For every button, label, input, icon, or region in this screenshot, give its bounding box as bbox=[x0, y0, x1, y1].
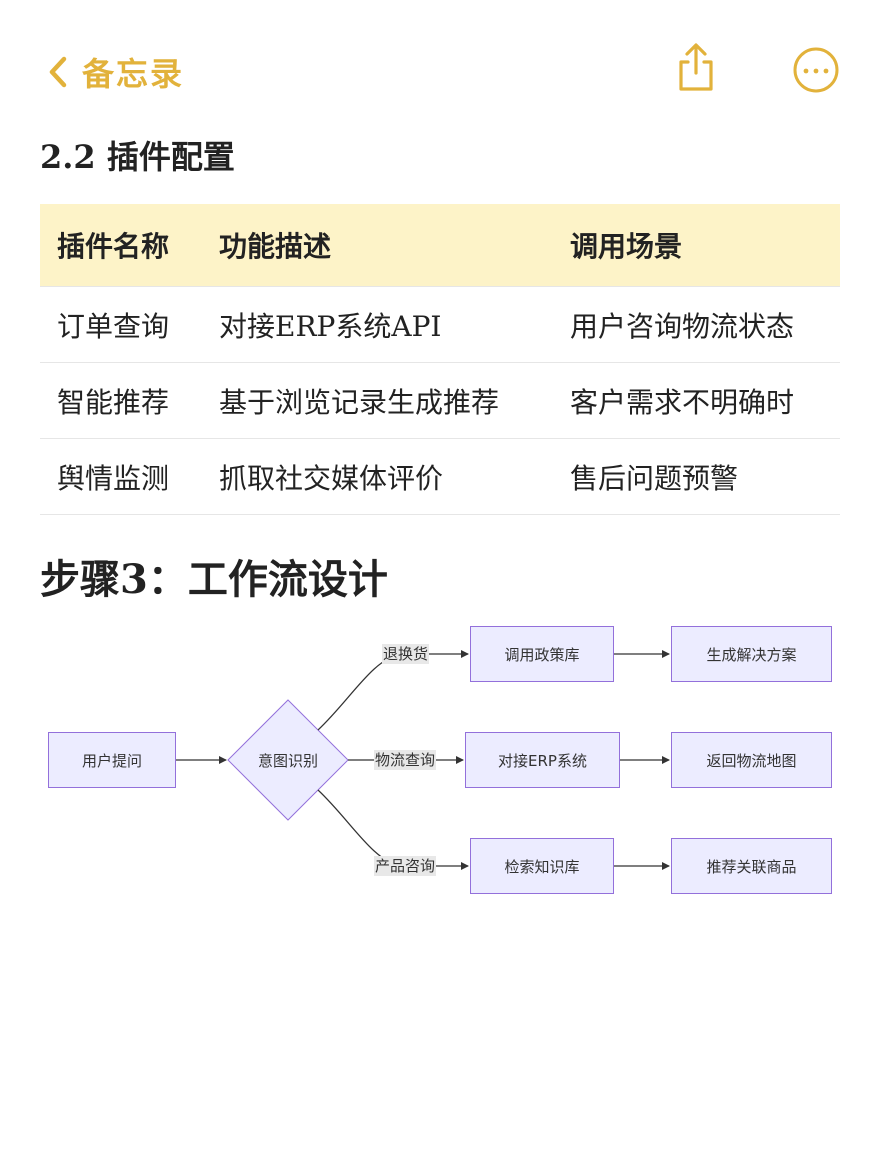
edge-label-returns: 退换货 bbox=[382, 644, 430, 664]
back-label: 备忘录 bbox=[82, 55, 185, 93]
edge-label-logistics: 物流查询 bbox=[374, 750, 437, 770]
flow-node-start: 用户提问 bbox=[48, 732, 176, 788]
flow-node-knowledge: 检索知识库 bbox=[470, 838, 614, 894]
table-row: 智能推荐 基于浏览记录生成推荐 客户需求不明确时 bbox=[40, 362, 840, 439]
share-icon bbox=[679, 43, 713, 91]
more-button[interactable] bbox=[792, 46, 840, 94]
edge-decision-branch-0 bbox=[317, 650, 469, 731]
flow-node-recommend: 推荐关联商品 bbox=[671, 838, 832, 894]
step-title: 步骤3：工作流设计 bbox=[40, 556, 388, 603]
table-header-row: 插件名称 功能描述 调用场景 bbox=[40, 204, 840, 287]
plugin-table: 插件名称 功能描述 调用场景 订单查询 对接ERP系统API 用户咨询物流状态 … bbox=[40, 204, 840, 515]
back-button[interactable]: 备忘录 bbox=[48, 48, 184, 96]
flow-node-solution: 生成解决方案 bbox=[671, 626, 832, 682]
table-cell: 基于浏览记录生成推荐 bbox=[202, 362, 553, 439]
column-header: 插件名称 bbox=[40, 204, 202, 287]
chevron-left-icon bbox=[49, 56, 67, 88]
table-cell: 抓取社交媒体评价 bbox=[202, 438, 553, 515]
table-cell: 客户需求不明确时 bbox=[553, 362, 840, 439]
nav-bar: 备忘录 bbox=[0, 0, 880, 130]
table-cell: 对接ERP系统API bbox=[202, 286, 553, 363]
table-cell: 用户咨询物流状态 bbox=[553, 286, 840, 363]
flow-node-decision: 意图识别 bbox=[257, 751, 318, 770]
more-icon bbox=[793, 47, 839, 93]
table-row: 舆情监测 抓取社交媒体评价 售后问题预警 bbox=[40, 438, 840, 515]
section-title: 2.2 插件配置 bbox=[40, 138, 235, 176]
flow-connectors bbox=[176, 650, 670, 870]
table-row: 订单查询 对接ERP系统API 用户咨询物流状态 bbox=[40, 286, 840, 363]
workflow-diagram: 用户提问 意图识别 退换货 物流查询 产品咨询 调用政策库 生成解决方案 对接E… bbox=[0, 610, 880, 910]
table-cell: 订单查询 bbox=[40, 286, 202, 363]
edge-decision-branch-2 bbox=[317, 789, 469, 870]
table-cell: 舆情监测 bbox=[40, 438, 202, 515]
column-header: 调用场景 bbox=[553, 204, 840, 287]
table-cell: 售后问题预警 bbox=[553, 438, 840, 515]
share-button[interactable] bbox=[672, 42, 720, 94]
edge-label-product: 产品咨询 bbox=[374, 856, 437, 876]
flow-node-erp: 对接ERP系统 bbox=[465, 732, 620, 788]
flow-node-policy: 调用政策库 bbox=[470, 626, 614, 682]
table-cell: 智能推荐 bbox=[40, 362, 202, 439]
column-header: 功能描述 bbox=[202, 204, 553, 287]
flow-node-map: 返回物流地图 bbox=[671, 732, 832, 788]
